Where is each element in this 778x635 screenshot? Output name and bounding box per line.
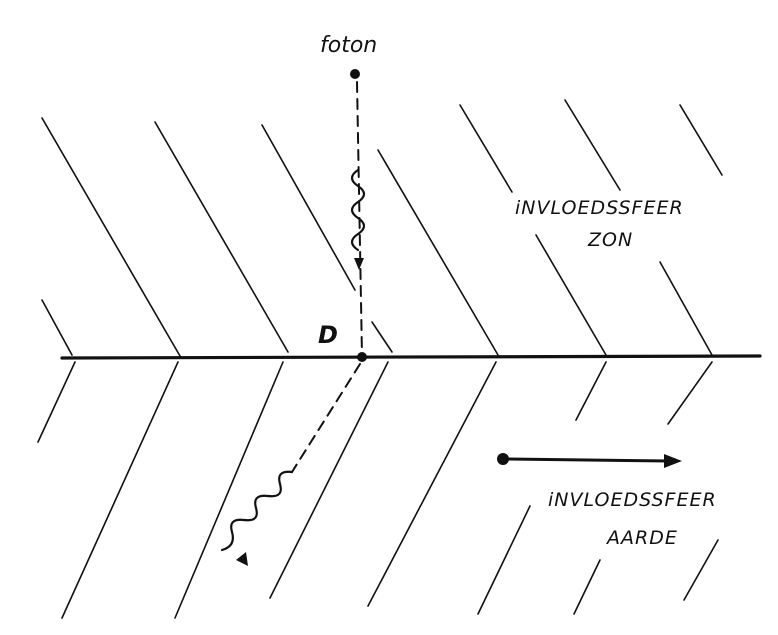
earth-motion-arrow — [497, 453, 682, 468]
hatch-line — [535, 234, 607, 356]
hatch-line — [659, 261, 713, 356]
hatch-line — [564, 99, 621, 191]
outgoing-arrowhead-icon — [236, 552, 248, 566]
photon-label: foton — [320, 33, 377, 58]
earth-sphere-label-line2: AARDE — [605, 527, 678, 549]
sun-sphere-label-line2: ZON — [587, 229, 633, 251]
earth-sphere-label-line1: iNVLOEDSSFEER — [548, 489, 717, 511]
hatch-line — [477, 505, 531, 615]
hatch-line — [41, 117, 181, 357]
hatch-line — [269, 361, 389, 599]
photon-trajectory — [220, 69, 367, 566]
hatch-line — [683, 539, 719, 601]
incoming-arrowhead-icon — [354, 258, 364, 270]
point-d-marker — [357, 352, 367, 362]
earth-motion-arrowhead-icon — [664, 454, 682, 468]
hatch-line — [41, 299, 73, 356]
hatch-line — [61, 361, 179, 619]
hatch-line — [154, 121, 289, 353]
photon-wave-outgoing — [220, 470, 294, 552]
earth-sphere-hatching — [37, 361, 719, 619]
photon-start-point — [350, 69, 360, 79]
hatch-line — [679, 104, 723, 176]
hatch-line — [371, 321, 393, 353]
photon-wave-incoming — [350, 168, 366, 252]
hatch-line — [37, 361, 76, 443]
earth-motion-line — [501, 457, 672, 463]
hatch-line — [575, 361, 607, 421]
hatch-line — [459, 104, 513, 193]
hatch-line — [573, 559, 601, 615]
hatch-line — [667, 361, 713, 425]
boundary-line — [60, 354, 762, 360]
sun-sphere-hatching — [41, 99, 723, 357]
point-d-label: D — [318, 321, 338, 349]
hatch-line — [261, 124, 356, 291]
hatch-line — [174, 361, 284, 619]
hatch-line — [377, 149, 499, 356]
sun-sphere-label-line1: iNVLOEDSSFEER — [515, 197, 684, 219]
hatch-line — [367, 361, 497, 607]
photon-outgoing-dashed-line — [291, 363, 361, 473]
